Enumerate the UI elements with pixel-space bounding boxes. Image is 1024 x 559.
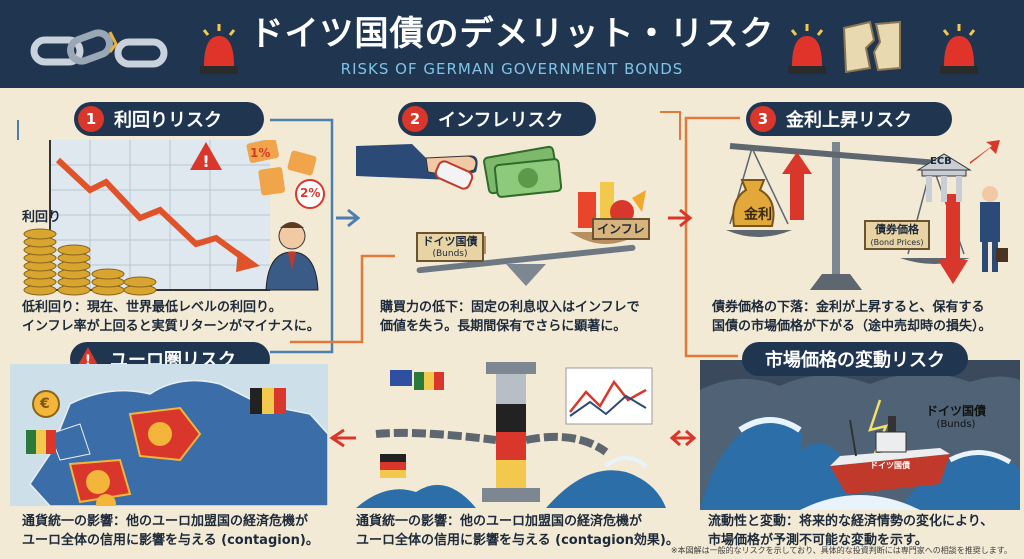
warning-icon: ! [76, 346, 100, 373]
inflation-risk-heading: 2 インフレリスク [398, 102, 596, 136]
section-number-badge: 3 [750, 106, 776, 132]
market-risk-heading: 市場価格の変動リスク [742, 342, 968, 376]
torn-document-icon [842, 20, 901, 74]
rate-bag-label: 金利 [744, 207, 772, 223]
bunds-label: ドイツ国債 [422, 235, 478, 248]
disclaimer-footnote: ※本図解は一般的なリスクを示しており、具体的な投資判断には専門家への相談を推奨し… [670, 546, 1012, 555]
caption-line: インフレ率が上回ると実質リターンがマイナスに。 [22, 319, 320, 334]
euro-coin-symbol: € [40, 396, 50, 412]
arrow-left-icon [329, 428, 356, 448]
siren-icon [940, 24, 978, 74]
header-banner: ドイツ国債のデメリット・リスク RISKS OF GERMAN GOVERNME… [0, 0, 1024, 88]
ship-label-sub: (Bunds) [936, 419, 976, 430]
rate-tag-1: 1% [250, 146, 271, 160]
arrow-right-icon [668, 208, 693, 228]
arrow-right-icon [336, 208, 361, 228]
rate-scale-illustration [726, 140, 1008, 290]
rate-risk-title: 金利上昇リスク [786, 110, 912, 131]
section-number-badge: 1 [78, 106, 104, 132]
caption-line: 通貨統一の影響：他のユーロ加盟国の経済危機が [356, 514, 643, 529]
contagion-caption: 通貨統一の影響：他のユーロ加盟国の経済危機が ユーロ全体の信用に影響を与える (… [356, 512, 679, 550]
market-risk-title: 市場価格の変動リスク [765, 350, 945, 371]
market-risk-caption: 流動性と変動：将来的な経済情勢の変化により、 市場価格が予測不可能な変動を示す。 [708, 512, 993, 550]
europe-map-illustration [10, 364, 328, 506]
double-arrow-icon [669, 429, 697, 447]
caption-line: ユーロ全体の信用に影響を与える (contagion)。 [22, 533, 319, 548]
siren-icon [788, 24, 826, 74]
yield-risk-title: 利回りリスク [114, 110, 222, 131]
inflation-box: インフレ [592, 218, 650, 240]
caption-line: 購買力の低下：固定の利息収入はインフレで [380, 300, 640, 315]
inflation-risk-caption: 購買力の低下：固定の利息収入はインフレで 価値を失う。長期間保有でさらに顕著に。 [380, 298, 640, 336]
caption-line: 低利回り：現在、世界最低レベルの利回り。 [22, 300, 282, 315]
stormy-sea-illustration [700, 360, 1020, 510]
yield-chart-illustration: ! [23, 140, 325, 296]
svg-text:!: ! [85, 353, 91, 368]
siren-icon [200, 24, 238, 74]
rate-risk-caption: 債券価格の下落：金利が上昇すると、保有する 国債の市場価格が下がる（途中売却時の… [712, 298, 992, 336]
yield-axis-label: 利回り [22, 208, 61, 227]
bond-price-box: 債券価格 (Bond Prices) [864, 220, 930, 250]
caption-line: 国債の市場価格が下がる（途中売却時の損失）。 [712, 319, 992, 334]
page-subtitle: RISKS OF GERMAN GOVERNMENT BONDS [340, 60, 684, 78]
caption-line: ユーロ全体の信用に影響を与える (contagion効果)。 [356, 533, 679, 548]
section-number-badge: 2 [402, 106, 428, 132]
caption-line: 通貨統一の影響：他のユーロ加盟国の経済危機が [22, 514, 309, 529]
caption-line: 価値を失う。長期間保有でさらに顕著に。 [380, 319, 627, 334]
contagion-pillar-illustration [356, 362, 666, 508]
bunds-sub: (Bunds) [432, 249, 468, 259]
caption-line: 流動性と変動：将来的な経済情勢の変化により、 [708, 514, 994, 529]
euro-risk-caption: 通貨統一の影響：他のユーロ加盟国の経済危機が ユーロ全体の信用に影響を与える (… [22, 512, 319, 550]
ship-hull-label: ドイツ国債 [870, 461, 910, 470]
yield-risk-caption: 低利回り：現在、世界最低レベルの利回り。 インフレ率が上回ると実質リターンがマイ… [22, 298, 320, 336]
bond-price-sub: (Bond Prices) [870, 238, 924, 247]
yield-axis-text: 利回り [22, 210, 62, 225]
inflation-risk-title: インフレリスク [438, 110, 564, 131]
ecb-label: ECB [930, 156, 952, 167]
bunds-box: ドイツ国債 (Bunds) [416, 232, 484, 262]
ship-label: ドイツ国債 (Bunds) [926, 404, 986, 432]
ship-label-text: ドイツ国債 [926, 404, 987, 418]
rate-tag-2: 2% [300, 186, 321, 200]
svg-text:!: ! [202, 152, 209, 171]
caption-line: 市場価格が予測不可能な変動を示す。 [708, 533, 928, 548]
caption-line: 債券価格の下落：金利が上昇すると、保有する [712, 300, 985, 315]
bond-price-label: 債券価格 [875, 223, 919, 236]
rate-risk-heading: 3 金利上昇リスク [746, 102, 952, 136]
broken-chain-icon [30, 29, 168, 68]
inflation-scale-illustration [356, 144, 646, 286]
yield-risk-heading: 1 利回りリスク [74, 102, 264, 136]
page-title: ドイツ国債のデメリット・リスク [249, 14, 775, 54]
